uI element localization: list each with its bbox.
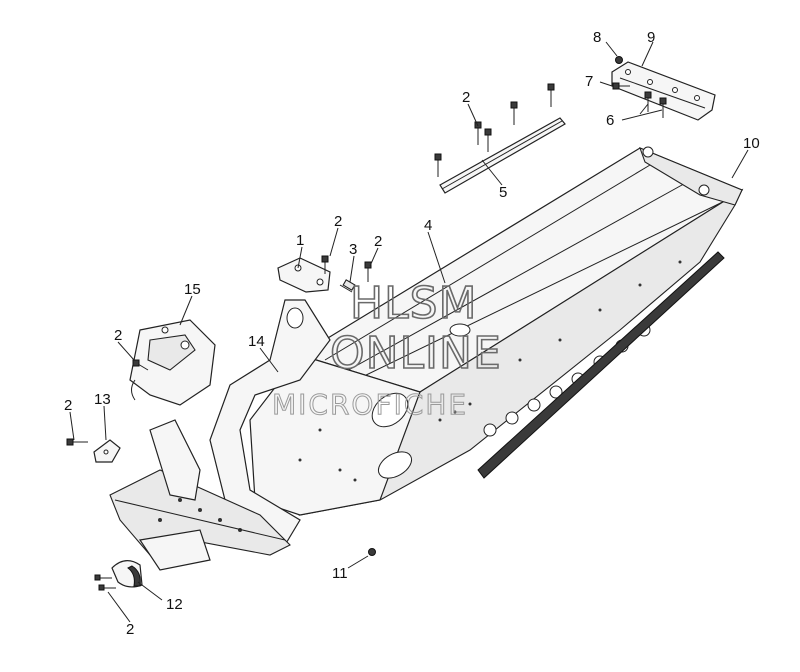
- bolt: [510, 101, 518, 125]
- callout-2: 2: [462, 89, 470, 106]
- bolt: [132, 359, 149, 371]
- bolt: [94, 574, 112, 581]
- bolt: [659, 97, 667, 118]
- watermark-line-2: ONLINE: [330, 328, 502, 379]
- bolt: [98, 584, 116, 591]
- leader-lines: [69, 41, 749, 623]
- slide-rail: [477, 251, 725, 479]
- callout-2: 2: [126, 621, 134, 638]
- callouts: 1 2 3 2 4 2 5 6 7 8 9 10 15 2 14 13 2 11…: [64, 29, 760, 638]
- callout-1: 1: [296, 232, 304, 249]
- callout-12: 12: [166, 596, 183, 613]
- bolt: [66, 438, 88, 446]
- bolt: [484, 128, 492, 152]
- callout-6: 6: [606, 112, 614, 129]
- nut: [615, 56, 623, 64]
- callout-13: 13: [94, 391, 111, 408]
- bolt: [644, 91, 652, 112]
- clip-13: [93, 439, 121, 463]
- upper-bracket-assembly: [129, 319, 216, 406]
- front-lower-brace: [138, 529, 211, 571]
- callout-2: 2: [64, 397, 72, 414]
- callout-2: 2: [114, 327, 122, 344]
- rear-bracket-1: [277, 257, 331, 293]
- callout-8: 8: [593, 29, 601, 46]
- callout-10: 10: [743, 135, 760, 152]
- front-bulkhead: [109, 299, 331, 571]
- bolt: [364, 261, 372, 282]
- callout-5: 5: [499, 184, 507, 201]
- bolt: [434, 153, 442, 177]
- watermark-line-1: HLSM: [350, 278, 478, 329]
- bolt: [612, 82, 630, 90]
- support-rail-5: [439, 117, 566, 194]
- callout-4: 4: [424, 217, 432, 234]
- fastener-3: [339, 279, 356, 293]
- bolt: [547, 83, 555, 107]
- nut: [368, 548, 376, 556]
- cover-plate-12: [111, 560, 143, 588]
- tunnel-front-wall: [249, 354, 421, 516]
- callout-15: 15: [184, 281, 201, 298]
- watermark-line-3: MICROFICHE: [272, 388, 468, 421]
- front-upright: [149, 419, 201, 501]
- callout-7: 7: [585, 73, 593, 90]
- rear-end-cap: [639, 147, 743, 206]
- watermark: HLSM ONLINE MICROFICHE: [272, 277, 502, 421]
- callout-14: 14: [248, 333, 265, 350]
- callout-2: 2: [374, 233, 382, 250]
- callout-9: 9: [647, 29, 655, 46]
- callout-2: 2: [334, 213, 342, 230]
- callout-11: 11: [332, 565, 348, 582]
- bolts: [66, 56, 667, 591]
- bolt: [321, 255, 329, 274]
- bulkhead-side-plate: [209, 299, 331, 546]
- tunnel-frame: [249, 146, 744, 516]
- callout-3: 3: [349, 241, 357, 258]
